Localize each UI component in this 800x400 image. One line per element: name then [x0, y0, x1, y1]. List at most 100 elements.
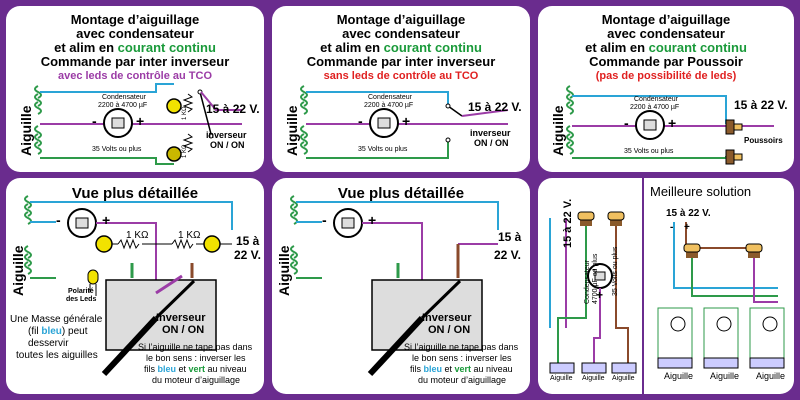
inverseur-label: inverseur: [470, 128, 511, 138]
cond-label: Condensateur: [634, 96, 678, 103]
circuit-diagram: [34, 83, 242, 165]
note-line-3: fils bleu et vert au niveau: [144, 364, 247, 374]
title-line-2: avec condensateur: [342, 26, 460, 41]
minus-sign: -: [624, 115, 629, 131]
subtitle: (pas de possibilité de leds): [595, 70, 737, 82]
cond-label: Condensateur: [584, 260, 591, 304]
title-line-2: avec condensateur: [76, 26, 194, 41]
detail-diagram: [24, 195, 233, 377]
inverseur-label: Inverseur: [156, 312, 206, 324]
polarity-label-1: Polarité: [68, 288, 94, 295]
panel-detail-without-leds: Vue plus détaillée Aiguille - + 15 à 22 …: [272, 178, 530, 394]
cond-label: Condensateur: [102, 94, 146, 101]
aiguille-left-1: Aiguille: [550, 375, 573, 382]
aiguille-left-3: Aiguille: [612, 375, 635, 382]
on-on-label: ON / ON: [210, 140, 245, 150]
plus-sign: +: [102, 212, 111, 228]
panel-inter-with-leds: Montage d’aiguillage avec condensateur e…: [6, 6, 264, 172]
resistor-label-2: 1 KΩ: [182, 144, 188, 159]
masse-line-1: Une Masse générale: [10, 314, 103, 325]
volts-label: 35 Volts ou plus: [624, 148, 674, 155]
note-line-3: fils bleu et vert au niveau: [410, 364, 513, 374]
on-on-label: ON / ON: [474, 138, 509, 148]
power-label-right: 15 à 22 V.: [666, 208, 711, 219]
title-line-3: et alim en courant continu: [320, 40, 482, 55]
title-line-1: Montage d’aiguillage: [70, 12, 200, 27]
panel-inter-without-leds: Montage d’aiguillage avec condensateur e…: [272, 6, 530, 172]
on-on-label: ON / ON: [162, 324, 205, 336]
minus-sign-right: -: [670, 222, 674, 233]
minus-sign-left: -: [592, 262, 596, 276]
aiguille-label: Aiguille: [276, 245, 292, 296]
best-solution-title: Meilleure solution: [650, 184, 752, 199]
power-label: 15 à 22 V.: [734, 98, 788, 112]
inverseur-label: inverseur: [206, 130, 247, 140]
note-line-4: du moteur d’aiguillage: [152, 375, 241, 385]
aiguille-right-1: Aiguille: [664, 371, 694, 381]
note-line-2: le bon sens : inverser les: [146, 353, 246, 363]
plus-sign: +: [136, 113, 145, 129]
masse-line-3: desservir: [28, 338, 69, 349]
masse-line-4: toutes les aiguilles: [16, 350, 98, 361]
panel-multi-aiguilles: 15 à 22 V. Condensateur 4700 µF ou plus …: [538, 178, 794, 394]
power-label-2: 22 V.: [494, 248, 521, 262]
title-line-2: avec condensateur: [607, 26, 725, 41]
title-line-1: Montage d’aiguillage: [336, 12, 466, 27]
power-label-1: 15 à: [236, 234, 260, 248]
resistor-label-1: 1 KΩ: [182, 106, 188, 121]
detail-title: Vue plus détaillée: [337, 185, 465, 202]
power-label: 15 à 22 V.: [468, 100, 522, 114]
note-line-4: du moteur d’aiguillage: [418, 375, 507, 385]
masse-line-2: (fil bleu) peut: [28, 326, 88, 337]
cap-label: 2200 à 4700 µF: [364, 102, 414, 109]
power-label-1: 15 à: [498, 230, 522, 244]
divider: [642, 178, 644, 394]
aiguille-left-2: Aiguille: [582, 375, 605, 382]
cap-label: 2200 à 4700 µF: [630, 104, 680, 111]
panel-detail-with-leds: Vue plus détaillée: [6, 178, 264, 394]
title-line-3: et alim en courant continu: [54, 40, 216, 55]
power-label-2: 22 V.: [234, 248, 261, 262]
poussoirs-label: Poussoirs: [744, 136, 783, 145]
subtitle: sans leds de contrôle au TCO: [323, 70, 479, 82]
on-on-label: ON / ON: [428, 324, 471, 336]
title-line-4: Commande par inter inverseur: [40, 54, 230, 69]
cap-label: 2200 à 4700 µF: [98, 102, 148, 109]
minus-sign: -: [56, 212, 61, 228]
note-line-1: Si l’aiguille ne tape pas dans: [138, 342, 253, 352]
minus-sign: -: [92, 113, 97, 129]
plus-sign-right: +: [684, 222, 690, 233]
plus-sign: +: [668, 115, 677, 131]
note-line-2: le bon sens : inverser les: [412, 353, 512, 363]
aiguille-label: Aiguille: [10, 245, 26, 296]
aiguille-label: Aiguille: [550, 105, 566, 156]
detail-diagram: [290, 195, 499, 377]
title-line-3: et alim en courant continu: [585, 40, 747, 55]
plus-sign: +: [402, 113, 411, 129]
plus-sign-left: +: [596, 288, 604, 302]
title-line-1: Montage d’aiguillage: [601, 12, 731, 27]
inverseur-label: Inverseur: [422, 312, 472, 324]
resistor-label-1: 1 KΩ: [126, 230, 149, 241]
power-label-left: 15 à 22 V.: [562, 198, 574, 248]
subtitle: avec leds de contrôle au TCO: [57, 70, 213, 82]
power-label: 15 à 22 V.: [206, 102, 260, 116]
volts-label: 35 Volts ou plus: [358, 146, 408, 153]
volts-label: 35 Volts ou plus: [612, 246, 619, 296]
title-line-4: Commande par inter inverseur: [306, 54, 496, 69]
panel-poussoir: Montage d’aiguillage avec condensateur e…: [538, 6, 794, 172]
aiguille-right-3: Aiguille: [756, 371, 786, 381]
minus-sign: -: [322, 212, 327, 228]
note-line-1: Si l’aiguille ne tape pas dans: [404, 342, 519, 352]
aiguille-right-2: Aiguille: [710, 371, 740, 381]
resistor-label-2: 1 KΩ: [178, 230, 201, 241]
plus-sign: +: [368, 212, 377, 228]
volts-label: 35 Volts ou plus: [92, 146, 142, 153]
detail-title: Vue plus détaillée: [71, 185, 199, 202]
polarity-label-2: des Leds: [66, 296, 97, 303]
multi-diagram: [549, 211, 785, 374]
circuit-diagram: [566, 85, 774, 165]
cond-label: Condensateur: [368, 94, 412, 101]
minus-sign: -: [358, 113, 363, 129]
aiguille-label: Aiguille: [18, 105, 34, 156]
